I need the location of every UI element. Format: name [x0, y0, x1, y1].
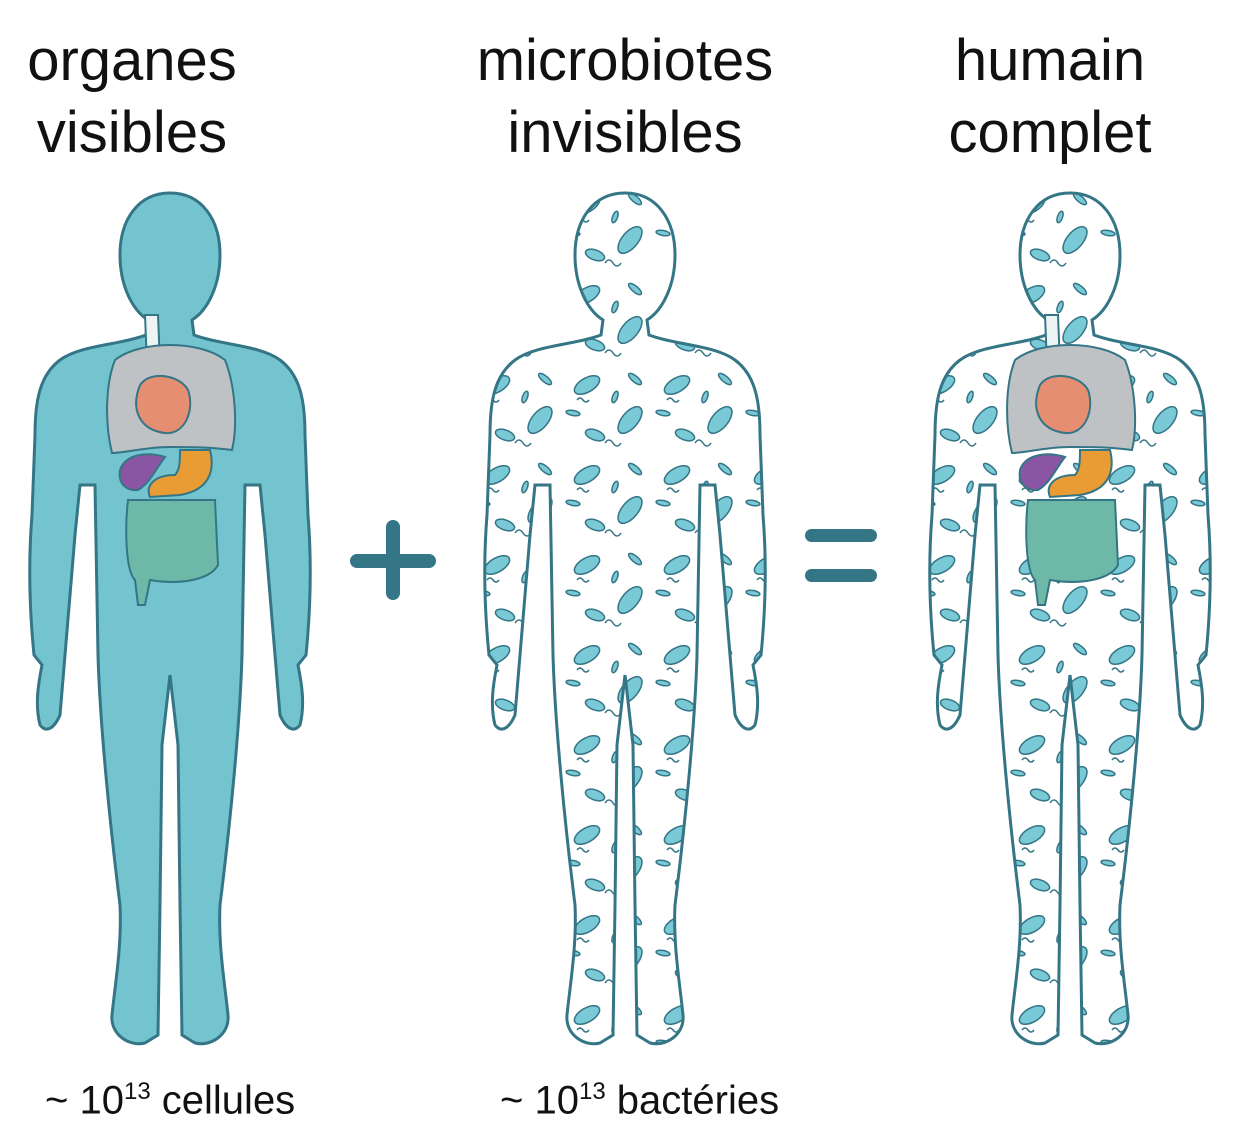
caption-prefix: ~ 10 [500, 1078, 579, 1123]
panel-title-visible-organs: organes visibles [0, 25, 312, 169]
panel-title-invisible-microbiota: microbiotes invisibles [445, 25, 805, 169]
human-body-microbiota-figure [475, 185, 775, 1075]
caption-prefix: ~ 10 [45, 1078, 124, 1123]
plus-icon [350, 520, 436, 600]
human-body-organs-figure [20, 185, 320, 1075]
caption-bacteria-count: ~ 1013 bactéries [500, 1078, 779, 1123]
caption-suffix: cellules [150, 1078, 296, 1123]
title-line-2: invisibles [507, 100, 743, 165]
caption-suffix: bactéries [605, 1078, 780, 1123]
caption-exponent: 13 [578, 1078, 606, 1105]
title-line-2: visibles [36, 100, 228, 165]
title-line-1: humain [954, 28, 1146, 93]
human-body-complete-figure [920, 185, 1220, 1075]
title-line-2: complet [948, 100, 1152, 165]
title-line-1: microbiotes [476, 28, 774, 93]
panel-title-complete-human: humain complet [870, 25, 1230, 169]
caption-cell-count: ~ 1013 cellules [45, 1078, 295, 1123]
title-line-1: organes [27, 28, 237, 93]
equals-icon [805, 529, 877, 582]
caption-exponent: 13 [123, 1078, 151, 1105]
